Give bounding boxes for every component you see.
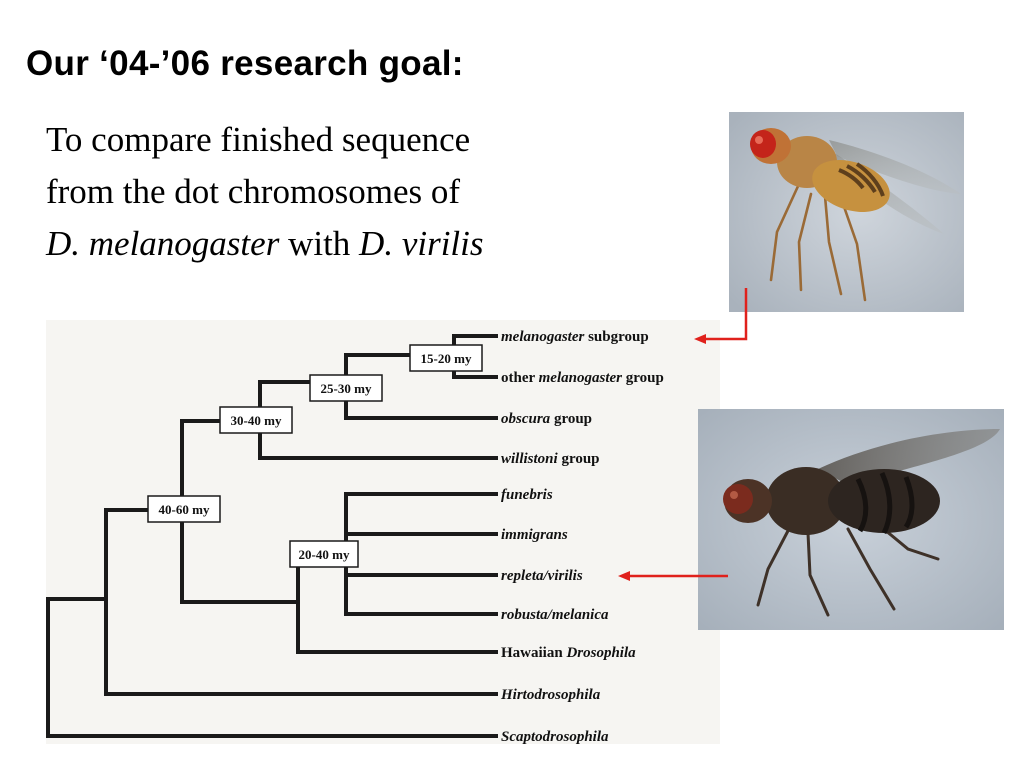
taxon-label-part: willistoni [501,451,559,467]
slide-body-text: To compare finished sequence from the do… [46,114,484,270]
taxon-label-part: melanogaster [539,370,622,386]
melanogaster-fly-icon [729,112,964,312]
branch-20-40 [344,492,498,616]
taxon-label-8: Hawaiian Drosophila [501,645,636,661]
taxon-label-0: melanogaster subgroup [501,329,649,345]
divergence-node-box [147,495,221,523]
taxon-label-part: group [550,411,592,427]
species-name-melanogaster: D. melanogaster [46,224,280,263]
tree-branches [46,334,498,738]
species-name-virilis: D. virilis [359,224,484,263]
taxon-label-3: willistoni group [501,451,600,467]
taxon-label-7: robusta/melanica [501,607,609,623]
taxon-label-part: Hirtodrosophila [500,687,601,703]
divergence-node-1: 25-30 my [309,374,383,402]
virilis-fly-icon [698,409,1004,630]
divergence-node-box [309,374,383,402]
taxon-label-4: funebris [501,487,553,503]
taxon-label-part: funebris [501,487,553,503]
branch-40-60 [104,508,498,696]
divergence-node-3: 40-60 my [147,495,221,523]
divergence-node-label: 25-30 my [321,381,372,396]
taxon-label-9: Hirtodrosophila [500,687,601,703]
phylogeny-panel: 15-20 my 25-30 my 30-40 my 40-60 my 20-40 my… [46,320,720,744]
taxon-label-10: Scaptodrosophila [501,729,609,744]
taxon-label-part: group [622,370,664,386]
divergence-node-box [289,540,359,568]
taxon-label-part: robusta/melanica [501,607,609,623]
phylogeny-tree: 15-20 my 25-30 my 30-40 my 40-60 my 20-40 my… [46,329,664,744]
taxon-label-part: immigrans [501,527,568,543]
taxon-label-5: immigrans [501,527,568,543]
taxon-label-part: repleta/virilis [501,568,583,584]
taxon-label-part: Drosophila [565,645,636,661]
divergence-node-label: 20-40 my [299,547,350,562]
divergence-node-0: 15-20 my [409,344,483,372]
divergence-node-4: 20-40 my [289,540,359,568]
divergence-labels: 15-20 my 25-30 my 30-40 my 40-60 my 20-40 my [147,344,483,568]
taxon-label-part: melanogaster [501,329,584,345]
divergence-node-2: 30-40 my [219,406,293,434]
taxon-label-part: Scaptodrosophila [501,729,609,744]
drosophila-virilis-photo [698,409,1004,630]
divergence-node-box [409,344,483,372]
taxon-label-1: other melanogaster group [501,370,664,386]
body-line-3-connector: with [279,224,360,263]
body-line-2: from the dot chromosomes of [46,172,461,211]
taxon-label-part: Hawaiian [501,645,566,661]
taxa-labels: melanogaster subgroup other melanogaster … [500,329,664,744]
divergence-node-label: 30-40 my [231,413,282,428]
taxon-label-part: subgroup [584,329,648,345]
divergence-node-box [219,406,293,434]
divergence-node-label: 40-60 my [159,502,210,517]
drosophila-melanogaster-photo [729,112,964,312]
divergence-node-label: 15-20 my [421,351,472,366]
taxon-label-6: repleta/virilis [501,568,583,584]
taxon-label-part: obscura [501,411,551,427]
branch-20-40-outer [296,553,498,654]
slide-title: Our ‘04-’06 research goal: [26,44,464,83]
body-line-1: To compare finished sequence [46,120,471,159]
taxon-label-part: group [558,451,600,467]
taxon-label-part: other [501,370,539,386]
taxon-label-2: obscura group [501,411,592,427]
branch-root [46,597,498,738]
